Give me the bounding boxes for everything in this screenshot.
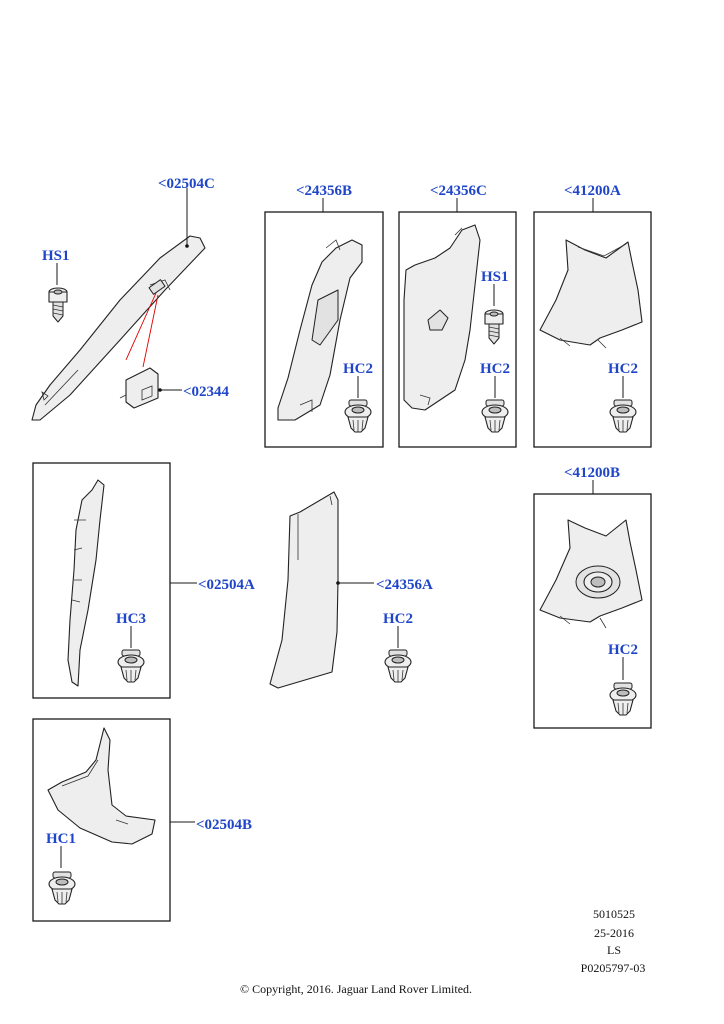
fastener-hc2-label-c: HC2: [480, 361, 510, 377]
clip-hc2-icon-c: [481, 399, 509, 433]
clip-hc1-icon: [48, 871, 76, 905]
screw-hs1-icon-c: [484, 309, 504, 345]
a-pillar-trim-02504C: [31, 235, 206, 421]
meta-initials: LS: [607, 943, 621, 957]
box-02504A: [32, 462, 171, 699]
clip-hc2-icon-41200A: [609, 399, 637, 433]
quarter-trim-41200B: [539, 519, 643, 629]
fastener-hc2-label-a: HC2: [383, 611, 413, 627]
box-24356C: [398, 211, 517, 448]
a-pillar-lower-trim-02504A: [67, 479, 105, 687]
fastener-hs1-label-c: HS1: [481, 269, 509, 285]
box-24356B: [264, 211, 384, 448]
meta-date: 25-2016: [594, 926, 634, 940]
callout-02504A[interactable]: <02504A: [198, 577, 255, 593]
meta-ref: P0205797-03: [581, 961, 646, 975]
fastener-hc2-label-b: HC2: [343, 361, 373, 377]
a-pillar-lower-trim-02504B: [47, 727, 156, 845]
callout-41200B[interactable]: <41200B: [564, 465, 620, 481]
b-pillar-trim-24356A: [269, 491, 339, 689]
box-02504B: [32, 718, 171, 922]
b-pillar-lower-trim-24356C: [403, 224, 481, 411]
fastener-hc1-label: HC1: [46, 831, 76, 847]
fastener-hc2-label-41200A: HC2: [608, 361, 638, 377]
quarter-trim-41200A: [539, 239, 643, 349]
red-leader-1: [125, 292, 157, 361]
callout-41200A[interactable]: <41200A: [564, 183, 621, 199]
fastener-hs1-label: HS1: [42, 248, 70, 264]
callout-02344[interactable]: <02344: [183, 384, 230, 400]
box-41200A: [533, 211, 652, 448]
box-41200B: [533, 493, 652, 729]
callout-24356A[interactable]: <24356A: [376, 577, 433, 593]
callout-02504B[interactable]: <02504B: [196, 817, 252, 833]
clip-hc3-icon: [117, 649, 145, 683]
callout-24356C[interactable]: <24356C: [430, 183, 487, 199]
meta-code: 5010525: [593, 907, 635, 921]
b-pillar-upper-trim-24356B: [277, 239, 363, 421]
clip-hc2-icon-41200B: [609, 682, 637, 716]
clip-02344: [119, 367, 159, 409]
fastener-hc3-label: HC3: [116, 611, 146, 627]
fastener-hc2-label-41200B: HC2: [608, 642, 638, 658]
callout-24356B[interactable]: <24356B: [296, 183, 352, 199]
callout-02504C[interactable]: <02504C: [158, 176, 215, 192]
copyright: © Copyright, 2016. Jaguar Land Rover Lim…: [240, 982, 472, 996]
screw-hs1-icon: [48, 287, 68, 323]
clip-hc2-icon-a: [384, 649, 412, 683]
clip-hc2-icon: [344, 399, 372, 433]
red-leader-2: [142, 294, 159, 368]
